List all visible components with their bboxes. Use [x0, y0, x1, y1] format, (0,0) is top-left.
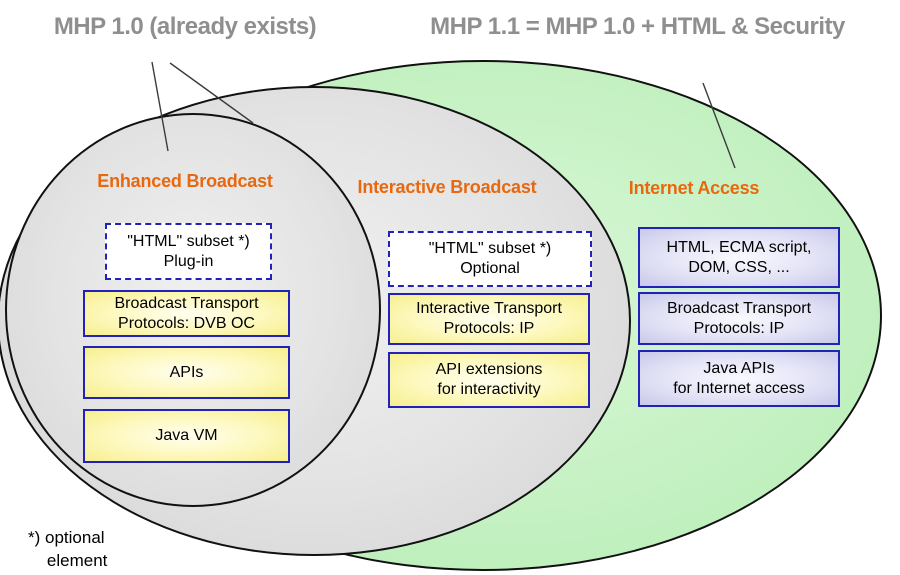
box-java-apis-internet: Java APIs for Internet access [638, 350, 840, 407]
mhp11-title: MHP 1.1 = MHP 1.0 + HTML & Security [430, 13, 845, 40]
section-label-internet-access: Internet Access [628, 178, 760, 198]
box-html-subset-plugin: "HTML" subset *) Plug-in [105, 223, 272, 280]
mhp10-title: MHP 1.0 (already exists) [53, 13, 317, 40]
box-api-extensions: API extensions for interactivity [388, 352, 590, 408]
section-label-interactive-broadcast: Interactive Broadcast [357, 177, 537, 197]
footnote-optional-element: *) optional element [28, 528, 108, 570]
box-broadcast-transport-dvb-oc: Broadcast Transport Protocols: DVB OC [83, 290, 290, 337]
html-subset-line2: Plug-in [163, 252, 214, 270]
box-html-ecma-dom-css: HTML, ECMA script, DOM, CSS, ... [638, 227, 840, 288]
box-html-subset-optional: "HTML" subset *) Optional [388, 231, 592, 287]
html-subset-line1: "HTML" subset *) [428, 240, 552, 258]
html-subset-line2: Optional [460, 260, 520, 277]
section-label-enhanced-broadcast: Enhanced Broadcast [97, 171, 273, 191]
html-subset-line1: "HTML" subset *) [127, 232, 250, 250]
box-apis: APIs [83, 346, 290, 399]
box-broadcast-transport-ip: Broadcast Transport Protocols: IP [638, 292, 840, 345]
box-java-vm: Java VM [83, 409, 290, 463]
box-interactive-transport-ip: Interactive Transport Protocols: IP [388, 293, 590, 345]
